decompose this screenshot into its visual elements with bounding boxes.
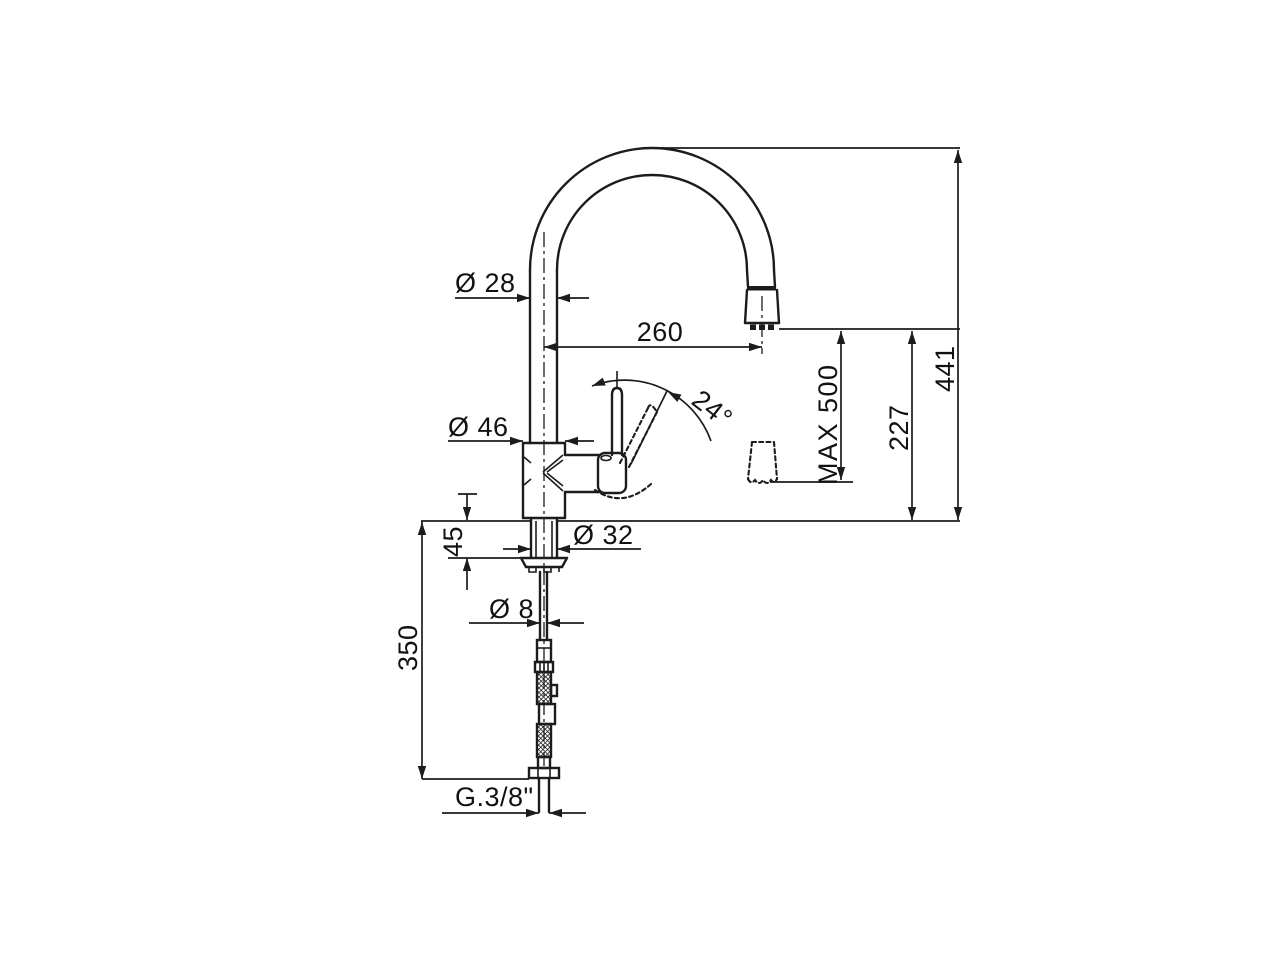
supply-hose-assembly — [527, 570, 561, 814]
outlet-cone-left — [743, 288, 749, 325]
arrow-overall-height-top — [953, 150, 963, 163]
outlet-neck-band — [747, 286, 776, 291]
arrow-overall-height-bottom — [953, 507, 963, 520]
flange-right-side — [560, 556, 569, 569]
outlet-tube-inner-edge — [745, 268, 750, 289]
arrow-spout-reach-right — [749, 342, 762, 352]
arrow-spout-tube-dia-right — [557, 293, 570, 303]
arrow-supply-thread-left — [526, 808, 539, 818]
dim-overall-height-label: 441 — [930, 345, 960, 392]
dim-hose-diameter-label: Ø 8 — [489, 594, 534, 624]
spout-arc-inner — [555, 173, 749, 272]
lever-swing-lower-arc — [593, 482, 653, 500]
outlet-tube-outer-edge — [772, 268, 777, 289]
arrow-under-deck-bottom — [417, 766, 427, 779]
arrow-spout-tube-dia-left — [517, 293, 530, 303]
arrow-supply-thread-right — [549, 808, 562, 818]
dim-max-hose-extension-label: MAX 500 — [813, 363, 843, 485]
dimension-labels: Ø 28 260 441 227 MAX 500 24° Ø 46 45 Ø 3… — [393, 268, 960, 812]
arrow-max-hose-bottom — [836, 467, 846, 480]
body-chamfer-lower — [542, 472, 564, 492]
dim-body-diameter-label: Ø 46 — [448, 412, 509, 442]
tilted-lever-left-edge — [618, 406, 650, 465]
arrow-deck-thickness-bottom — [462, 558, 472, 571]
outlet-cone-right — [775, 288, 781, 325]
handle-swing-arc — [591, 379, 712, 442]
hose-braided-section-2-hatch — [536, 723, 552, 758]
arrow-max-hose-top — [836, 331, 846, 344]
flange-left-side — [519, 556, 528, 569]
body-chamfer-upper-inner — [546, 459, 564, 473]
hose-side-lug — [549, 683, 559, 698]
dimension-lines — [421, 147, 960, 814]
dim-under-deck-length-label: 350 — [393, 624, 423, 671]
arrow-hose-dia-left — [527, 618, 540, 628]
centerlines — [543, 232, 763, 766]
dim-handle-angle-label: 24° — [686, 384, 738, 434]
dimension-arrowheads — [417, 150, 963, 818]
hose-hex-nut — [527, 766, 561, 780]
arrow-under-deck-top — [417, 522, 427, 535]
arrow-swing-arc-start — [592, 377, 606, 386]
lever-hinge-detail — [600, 454, 612, 462]
lever-handle — [610, 386, 624, 457]
dim-shank-diameter-label: Ø 32 — [573, 520, 634, 550]
arrow-shank-dia-right — [557, 544, 570, 554]
arrow-body-dia-left — [510, 436, 523, 446]
arrow-spout-reach-left — [544, 342, 557, 352]
arrow-shank-dia-left — [518, 544, 531, 554]
hose-mid-connector — [537, 702, 557, 726]
handle-swing-ray — [630, 390, 668, 465]
aerator-segment-1 — [750, 324, 756, 330]
tilted-lever-cap — [646, 404, 659, 414]
pullout-spray-head-outline — [746, 440, 779, 481]
spout-and-body-outline — [519, 146, 781, 573]
arrow-outlet-height-bottom — [907, 507, 917, 520]
dim-spout-reach-label: 260 — [637, 317, 684, 347]
arrow-body-dia-right — [565, 436, 578, 446]
body-notch-upper-left — [523, 456, 532, 464]
hose-braided-section-1-hatch — [536, 671, 552, 705]
arrow-deck-thickness-top — [462, 507, 472, 520]
aerator-segment-2 — [759, 324, 765, 330]
body-chamfer-upper — [542, 454, 564, 473]
arrow-swing-arc-end — [668, 392, 682, 402]
body-chamfer-lower-inner — [546, 472, 564, 487]
spout-arc-outer — [528, 146, 776, 272]
dim-spout-tube-diameter-label: Ø 28 — [455, 268, 516, 298]
body-notch-lower-left — [523, 478, 532, 486]
dim-deck-thickness-label: 45 — [438, 526, 468, 557]
arrow-outlet-height-top — [907, 331, 917, 344]
dim-supply-thread-label: G.3/8" — [455, 782, 534, 812]
arrow-hose-dia-right — [547, 618, 560, 628]
aerator-segment-3 — [768, 324, 774, 330]
dim-outlet-height-label: 227 — [884, 404, 914, 451]
